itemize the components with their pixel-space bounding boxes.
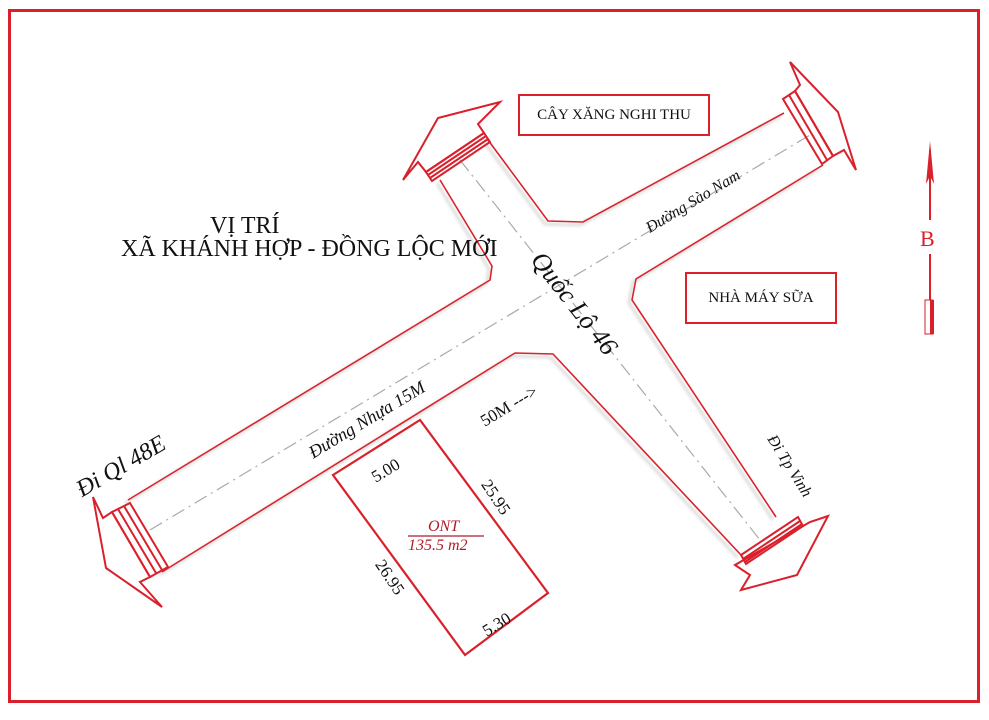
north-label: B (920, 226, 935, 251)
milk-factory-label: NHÀ MÁY SỮA (685, 272, 837, 324)
north-arrow-icon (924, 141, 934, 335)
road-network (127, 112, 824, 573)
road-centerlines (149, 134, 811, 541)
land-parcel (331, 418, 550, 657)
parcel-area: 135.5 m2 (408, 537, 468, 554)
gas-station-text: CÂY XĂNG NGHI THU (537, 106, 691, 123)
milk-factory-text: NHÀ MÁY SỮA (708, 289, 814, 306)
title-line-1: VỊ TRÍ (210, 213, 280, 239)
road-end-north (402, 100, 504, 183)
map-border-frame (8, 9, 980, 703)
road-end-ql48e (92, 496, 170, 608)
road-end-sao-nam (781, 61, 857, 171)
gas-station-label: CÂY XĂNG NGHI THU (518, 94, 710, 136)
parcel-land-type: ONT (428, 518, 460, 535)
title-line-2: XÃ KHÁNH HỢP - ĐỒNG LỘC MỚI (121, 236, 498, 262)
road-end-vinh (733, 514, 831, 592)
